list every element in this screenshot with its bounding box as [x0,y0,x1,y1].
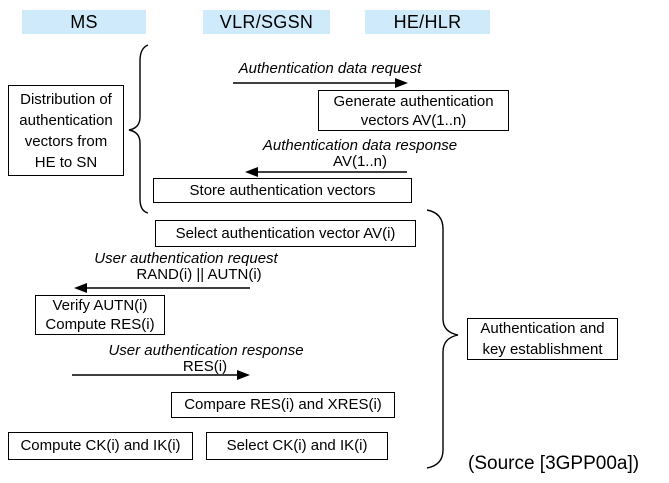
auth-establishment-label-box: Authentication and key establishment [467,318,618,360]
msg-user-auth-request-label: User authentication request [94,250,278,267]
box-verify-autn: Verify AUTN(i) Compute RES(i) [35,295,165,335]
box-generate-vectors: Generate authentication vectors AV(1..n) [318,90,509,131]
box-select-ck-ik: Select CK(i) and IK(i) [206,432,388,460]
msg-auth-data-response-param: AV(1..n) [333,153,387,170]
box-compare-res: Compare RES(i) and XRES(i) [171,392,395,418]
box-compute-ck-ik: Compute CK(i) and IK(i) [8,432,193,460]
source-note: (Source [3GPP00a]) [468,453,640,474]
box-select-vector: Select authentication vector AV(i) [155,220,416,247]
distribution-label-box: Distribution of authentication vectors f… [8,85,124,176]
arrow-auth-data-request-head [395,78,408,88]
left-brace [128,44,149,214]
arrow-auth-data-response-head [245,167,258,177]
box-store-vectors: Store authentication vectors [153,178,412,203]
msg-auth-data-response-label: Authentication data response [262,137,458,154]
msg-user-auth-response-label: User authentication response [108,342,304,359]
msg-user-auth-response-param: RES(i) [182,358,228,375]
arrow-user-auth-request-head [74,283,87,293]
msg-auth-data-request-label: Authentication data request [238,60,422,77]
msg-user-auth-request-param: RAND(i) || AUTN(i) [136,266,262,283]
right-brace [426,209,459,469]
column-header-he-hlr: HE/HLR [365,10,490,34]
column-header-vlr-sgsn: VLR/SGSN [203,10,330,34]
column-header-ms: MS [22,10,146,34]
